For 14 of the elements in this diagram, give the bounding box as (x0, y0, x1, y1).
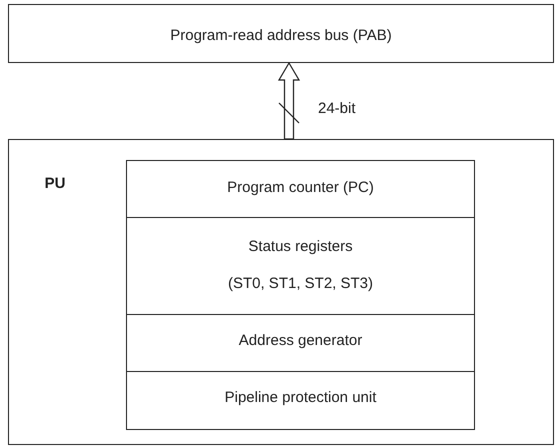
edge-label: 24-bit (318, 100, 356, 118)
box-label: Pipeline protection unit (224, 389, 378, 407)
register-box (126, 217, 475, 315)
unit-box (126, 371, 475, 430)
unit-box (8, 139, 554, 445)
generator-box (126, 314, 475, 372)
bus-box (8, 4, 554, 63)
box-label: (ST0, ST1, ST2, ST3) (226, 275, 374, 293)
box-label: Program-read address bus (PAB) (169, 27, 393, 45)
unit-label: PU (44, 175, 66, 193)
box-label: Program counter (PC) (226, 179, 375, 197)
box-label: Address generator (238, 332, 364, 350)
box-label: Status registers (247, 238, 354, 256)
register-box (126, 160, 475, 218)
